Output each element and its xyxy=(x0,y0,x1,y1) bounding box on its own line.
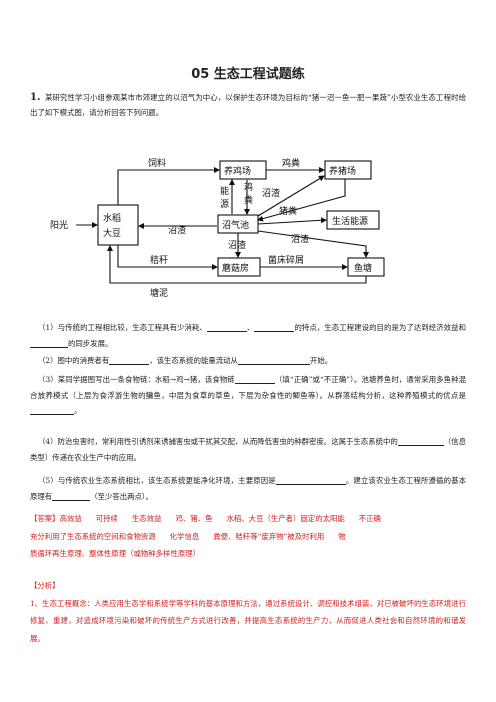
straw-label: 秸秆 xyxy=(150,254,168,266)
answer-blank xyxy=(254,322,295,332)
answer-blank xyxy=(30,338,68,348)
page-title: 05 生态工程试题练 xyxy=(191,67,305,82)
subquestion-2: （2）图中的消费者有，该生态系统的能量流动从开始。 xyxy=(38,355,333,365)
residue-label-mid: 沼渣 xyxy=(228,239,246,251)
chicken-farm-box xyxy=(219,160,267,180)
subquestion-3: （3）某同学据图写出一条食物链：水稻→鸡→猪，该食物链（填“正确”或“不正确”）… xyxy=(30,374,466,415)
energy-vertical-2: 源 xyxy=(220,199,229,210)
answer-blank xyxy=(30,405,74,415)
answer-blank xyxy=(237,355,310,365)
answer-line-3: 质循环再生原理、整体性原理（或物种多样性原理） xyxy=(30,549,200,558)
answer-blank xyxy=(397,436,444,446)
analysis-label: 【分析】 xyxy=(30,581,60,590)
residue-label-right: 沼渣 xyxy=(291,233,309,245)
fish-label: 鱼塘 xyxy=(354,262,372,274)
subquestion-5: （5）与传统农业生态系统相比，该生态系统更能净化环境，主要原因是。建立该农业生态… xyxy=(30,475,466,501)
chicken-manure-label: 鸡粪 xyxy=(282,157,300,169)
mushroom-residue-label: 菌床碎屑 xyxy=(268,254,304,266)
chicken-manure-vertical-2: 粪 xyxy=(244,194,253,206)
question-stem: 1. 某研究性学习小组参观某市市郊建立的以沼气为中心，以保护生态环境为目标的“猪… xyxy=(30,90,466,120)
residue-label-left: 沼渣 xyxy=(168,224,186,236)
biogas-to-energy-arrow xyxy=(257,217,327,225)
analysis-block: 【分析】 1、生态工程概念：人类应用生态学和系统学等学科的基本原理和方法，通过系… xyxy=(30,577,466,647)
mushroom-label: 蘑菇房 xyxy=(222,262,249,274)
energy-box xyxy=(326,210,380,230)
analysis-text: 1、生态工程概念：人类应用生态学和系统学等学科的基本原理和方法，通过系统设计、调… xyxy=(30,598,466,643)
energy-label: 生活能源 xyxy=(332,215,368,227)
pig-farm-label: 养猪场 xyxy=(329,165,356,177)
answer-line-2: 充分利用了生态系统的空间和食物资源化学信息粪便、秸秆等“废弃物”被及时利用物 xyxy=(30,531,346,541)
answer-line-1: 【答案】高效益可持续生态效益鸡、猪、鱼水稻、大豆（生产者）固定的太阳能不正确 xyxy=(30,514,381,523)
pig-farm-box xyxy=(324,160,372,180)
answer-blank xyxy=(52,491,91,501)
biogas-box xyxy=(217,214,259,234)
energy-vertical-1: 能 xyxy=(220,185,229,197)
subquestion-1: （1）与传统的工程相比较，生态工程具有少消耗、、的特点，生态工程建设的目的是为了… xyxy=(30,320,466,351)
pond-mud-arrow xyxy=(107,245,367,284)
pig-manure-arrow xyxy=(257,179,346,222)
feed-arrow xyxy=(117,167,220,205)
biogas-label: 沼气池 xyxy=(222,219,249,231)
answer-block: 【答案】高效益可持续生态效益鸡、猪、鱼水稻、大豆（生产者）固定的太阳能不正确 充… xyxy=(30,510,466,563)
residue-label-top: 沼渣 xyxy=(262,187,280,199)
pond-mud-label: 塘泥 xyxy=(150,287,168,299)
subquestion-4: （4）防治虫害时，常利用性引诱剂来诱捕害虫或干扰其交配，从而降低害虫的种群密度。… xyxy=(30,436,466,462)
answer-blank xyxy=(275,475,346,485)
chicken-farm-label: 养鸡场 xyxy=(224,165,251,177)
feed-label: 饲料 xyxy=(148,157,166,169)
sunlight-label: 阳光 xyxy=(50,219,68,231)
residue-to-fish-arrow xyxy=(257,230,369,258)
answer-label: 【答案】 xyxy=(30,514,60,523)
pig-manure-label: 猪粪 xyxy=(279,205,297,217)
fish-box xyxy=(347,257,385,277)
chicken-manure-vertical-1: 鸡 xyxy=(244,181,253,193)
answer-blank xyxy=(109,355,150,365)
straw-arrow xyxy=(117,245,218,270)
crop-label-2: 大豆 xyxy=(103,227,121,239)
question-number: 1. xyxy=(30,92,41,103)
answer-blank xyxy=(206,322,247,332)
mushroom-box xyxy=(217,257,261,277)
crop-box xyxy=(97,204,139,246)
residue-to-pig-arrow xyxy=(257,175,325,217)
crop-label-1: 水稻 xyxy=(103,212,121,224)
question-stem-text: 某研究性学习小组参观某市市郊建立的以沼气为中心，以保护生态环境为目标的“猪一沼一… xyxy=(30,93,466,117)
answer-blank xyxy=(234,374,275,384)
